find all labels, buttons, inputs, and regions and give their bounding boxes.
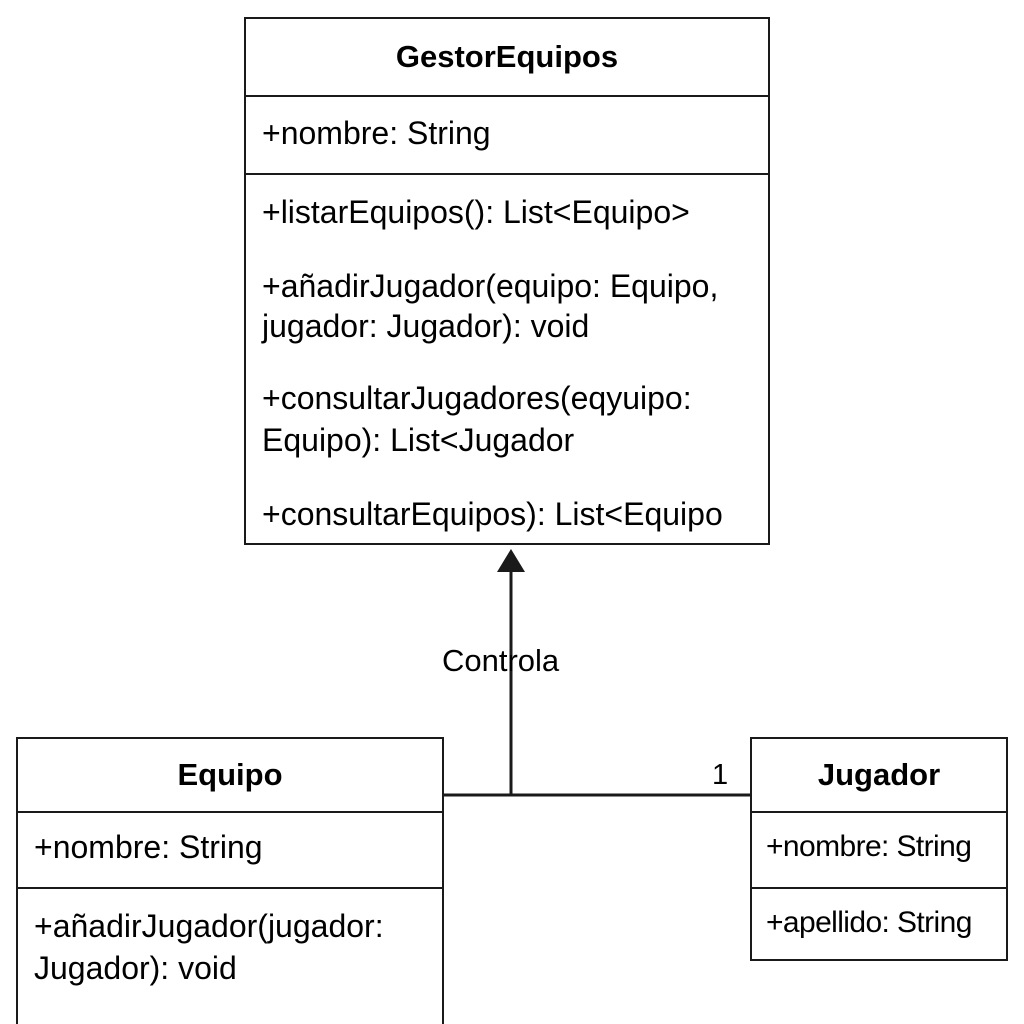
attribute-nombre: +nombre: String [766, 830, 972, 863]
class-name-gestor-equipos: GestorEquipos [395, 39, 619, 74]
method-listar-equipos: +listarEquipos(): List<Equipo> [262, 194, 690, 230]
class-equipo[interactable]: Equipo +nombre: String +añadirJugador(ju… [16, 737, 444, 1024]
controla-label: Controla [442, 643, 560, 678]
method-anadir-jugador-line1: +añadirJugador(jugador: [34, 908, 384, 944]
method-consultar-jugadores-line1: +consultarJugadores(eqyuipo: [262, 380, 692, 416]
methods-section: +listarEquipos(): List<Equipo> +añadirJu… [246, 173, 768, 543]
arrowhead-icon [497, 549, 525, 572]
attribute-apellido: +apellido: String [766, 906, 972, 939]
attributes-section: +nombre: String [18, 811, 442, 887]
methods-section: +añadirJugador(jugador: Jugador): void [18, 887, 442, 1024]
class-name-equipo: Equipo [177, 757, 283, 792]
multiplicity-label: 1 [712, 759, 729, 791]
attribute-nombre: +nombre: String [34, 829, 263, 865]
method-anadir-jugador-line1: +añadirJugador(equipo: Equipo, [262, 268, 719, 304]
class-name-jugador: Jugador [817, 757, 941, 792]
attributes-section: +nombre: String [752, 811, 1006, 887]
method-consultar-jugadores-line2: Equipo): List<Jugador [262, 422, 575, 458]
method-anadir-jugador-line2: Jugador): void [34, 950, 237, 986]
attributes-section-2: +apellido: String [752, 887, 1006, 959]
class-gestor-equipos[interactable]: GestorEquipos +nombre: String +listarEqu… [244, 17, 770, 545]
attributes-section: +nombre: String [246, 95, 768, 173]
class-jugador[interactable]: Jugador +nombre: String +apellido: Strin… [750, 737, 1008, 961]
attribute-nombre: +nombre: String [262, 115, 491, 151]
method-consultar-equipos: +consultarEquipos): List<Equipo [262, 496, 723, 532]
method-anadir-jugador-line2: jugador: Jugador): void [262, 308, 590, 344]
